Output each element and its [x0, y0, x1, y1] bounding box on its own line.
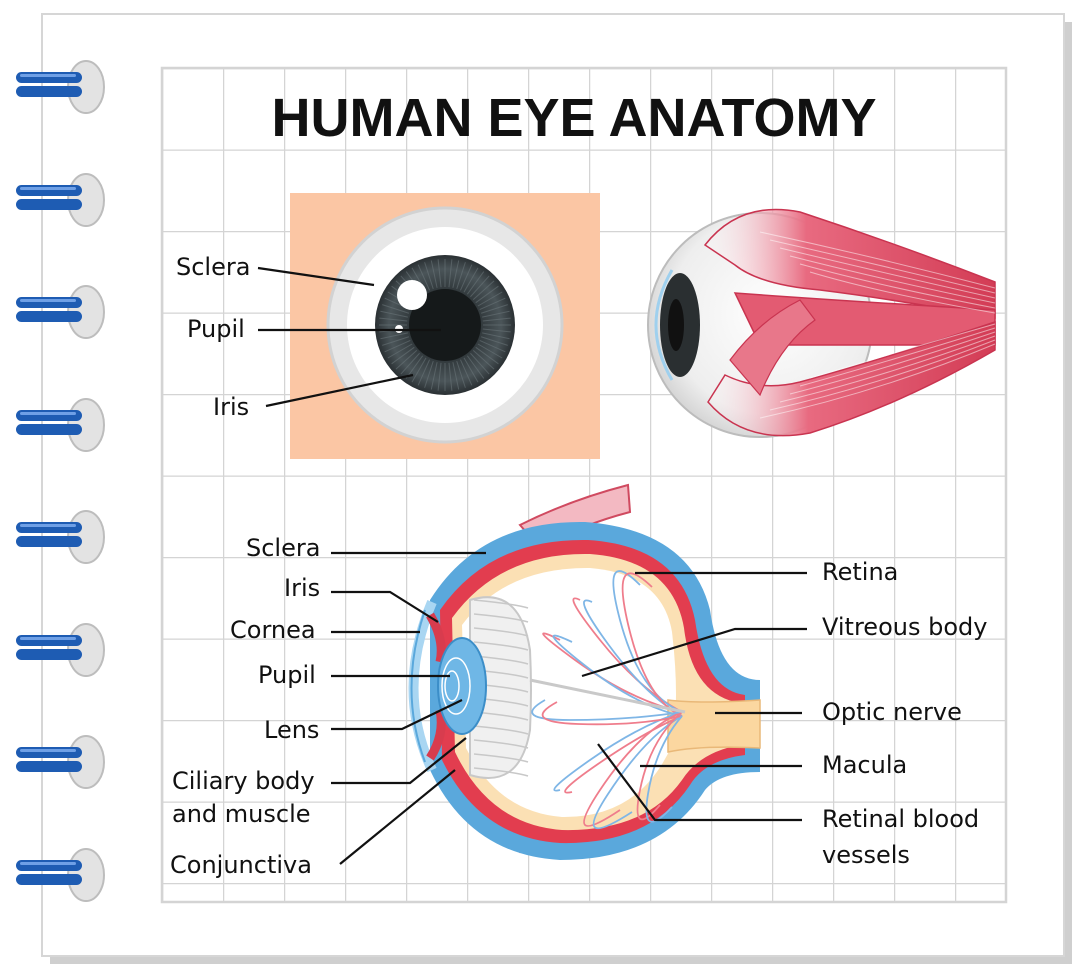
binder-ring: [16, 848, 105, 902]
leader-lens-section: [331, 699, 463, 731]
leader-iris-section: [331, 590, 439, 623]
cornea-section: [408, 600, 437, 773]
cornea-side: [654, 269, 674, 381]
label-sclera-section: Sclera: [246, 534, 320, 562]
label-iris-front: Iris: [213, 393, 249, 421]
label-cornea-section: Cornea: [230, 616, 316, 644]
pupil-side: [668, 299, 684, 351]
label-vessels-line1: Retinal blood: [822, 805, 979, 833]
binder-ring: [16, 510, 105, 564]
binder-rings: [16, 60, 105, 902]
leader-conjunctiva-section: [339, 769, 456, 865]
visual-axis: [529, 678, 686, 714]
muscle-oblique: [729, 299, 816, 397]
binder-ring: [16, 623, 105, 677]
label-ciliary-line2: and muscle: [172, 800, 311, 828]
leader-iris-front: [265, 373, 414, 408]
pupil-front: [409, 289, 481, 361]
label-sclera-front: Sclera: [176, 253, 250, 281]
page-title: HUMAN EYE ANATOMY: [271, 88, 876, 148]
leader-vessels-section: [597, 743, 802, 822]
muscle-fibers: [759, 231, 996, 419]
label-iris-section: Iris: [284, 574, 320, 602]
label-pupil-section: Pupil: [258, 661, 316, 689]
binder-ring: [16, 173, 105, 227]
lens-section: [437, 637, 487, 735]
side-eye-view: [647, 208, 996, 438]
binder-ring: [16, 285, 105, 339]
label-optic-nerve-section: Optic nerve: [822, 698, 962, 726]
binder-ring: [16, 398, 105, 452]
label-ciliary-line1: Ciliary body: [172, 767, 315, 795]
label-vitreous-section: Vitreous body: [822, 613, 987, 641]
label-vessels-line2: vessels: [822, 841, 910, 869]
eye-highlight-large: [397, 280, 427, 310]
binder-ring: [16, 735, 105, 789]
label-conjunctiva-section: Conjunctiva: [170, 851, 312, 879]
label-lens-section: Lens: [264, 716, 319, 744]
binder-ring: [16, 60, 105, 114]
label-retina-section: Retina: [822, 558, 898, 586]
leader-ciliary-section: [331, 737, 467, 785]
iris-section-lower: [426, 709, 446, 761]
label-macula-section: Macula: [822, 751, 907, 779]
optic-nerve: [667, 699, 761, 753]
leader-vitreous-section: [581, 627, 807, 678]
label-pupil-front: Pupil: [187, 315, 245, 343]
muscle-superior: [703, 208, 996, 319]
leader-sclera-front: [257, 266, 375, 287]
eye-cross-section: Sclera Iris Cornea Pupil Lens Ciliary bo…: [170, 483, 987, 879]
front-eye-view: Sclera Pupil Iris: [176, 193, 600, 459]
